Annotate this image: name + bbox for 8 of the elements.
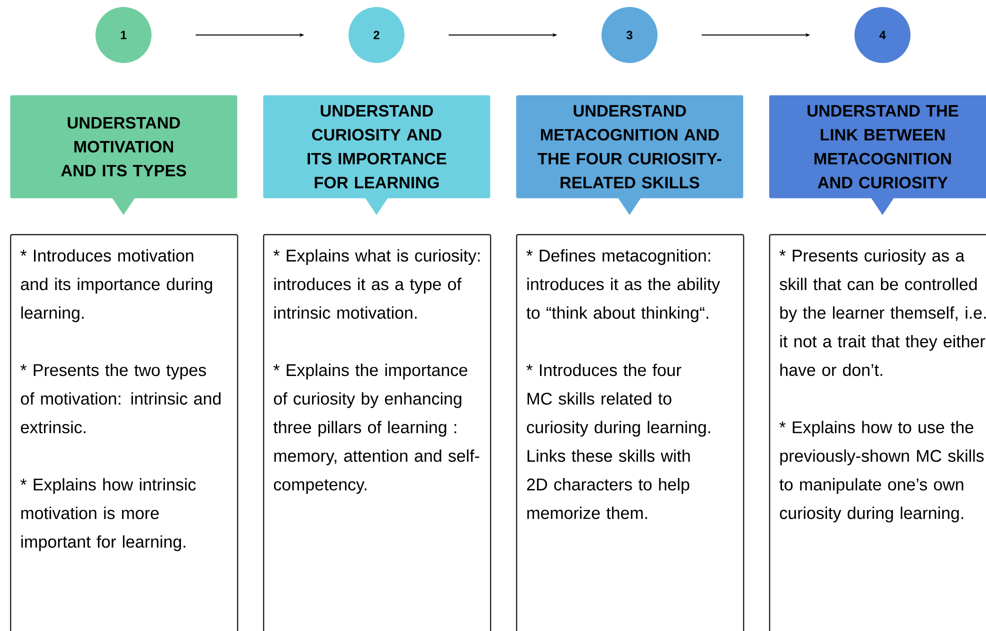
description-box: * Defines metacognition: introduces it as the ability to “think about thinking“. * Introduces the four MC skills related to curiosity during learning. Links these skills with 2D characters to help memorize them. — [516, 234, 744, 631]
description-box: * Presents curiosity as a skill that can be controlled by the learner themself, i.e. it not a trait that they either have or don’t. * Explains how to use the previously-shown MC skills to manipulate one’s own curiosity during learning. — [769, 234, 986, 631]
callout-box: UNDERSTAND MOTIVATION AND ITS TYPES — [10, 95, 238, 215]
callout-box: UNDERSTAND METACOGNITION AND THE FOUR CURIOSITY-RELATED SKILLS — [516, 95, 744, 215]
description-box: * Explains what is curiosity: introduces it as a type of intrinsic motivation. * Explains the importance of curiosity by enhancing three pillars of learning : memory, attention and self-competency. — [263, 234, 492, 631]
callout-box: UNDERSTAND THE LINK BETWEEN METACOGNITION AND CURIOSITY — [769, 95, 986, 215]
description-box: * Introduces motivation and its importance during learning. * Presents the two types of motivation: intrinsic and extrinsic. * Explains how intrinsic motivation is more important for learning. — [10, 234, 238, 631]
callout-box: UNDERSTAND CURIOSITY AND ITS IMPORTANCE FOR LEARNING — [263, 95, 490, 215]
